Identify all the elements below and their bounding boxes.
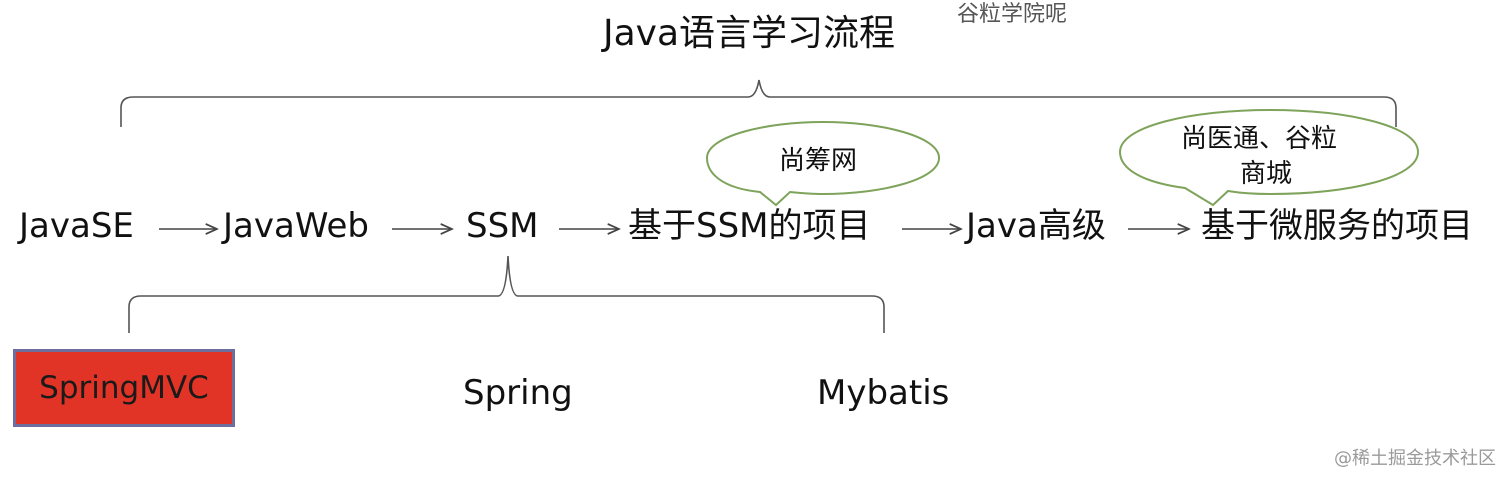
node-javaweb: JavaWeb: [223, 206, 369, 246]
node-ssm-project: 基于SSM的项目: [628, 206, 871, 246]
top-brace: [120, 79, 1397, 127]
diagram-title: Java语言学习流程: [603, 13, 896, 54]
node-ssm: SSM: [466, 206, 539, 246]
node-java-advanced: Java高级: [966, 206, 1106, 246]
callout-bubble-ssm-project: [705, 120, 941, 207]
watermark-top: 谷粒学院呢: [957, 2, 1068, 27]
node-microservice-project: 基于微服务的项目: [1201, 206, 1473, 246]
spring-label: Spring: [463, 373, 573, 413]
watermark-bottom: @稀土掘金技术社区: [1334, 448, 1496, 469]
callout-microservice-line1: 尚医通、谷粒: [1181, 124, 1338, 154]
callout-ssm-project-text: 尚筹网: [779, 146, 858, 176]
springmvc-label: SpringMVC: [39, 370, 209, 406]
ssm-brace: [128, 255, 885, 333]
springmvc-box: SpringMVC: [13, 349, 235, 427]
callout-bubble-microservice: [1118, 108, 1420, 207]
node-javase: JavaSE: [19, 206, 134, 246]
mybatis-label: Mybatis: [817, 373, 950, 413]
callout-microservice-line2: 商城: [1240, 159, 1293, 189]
